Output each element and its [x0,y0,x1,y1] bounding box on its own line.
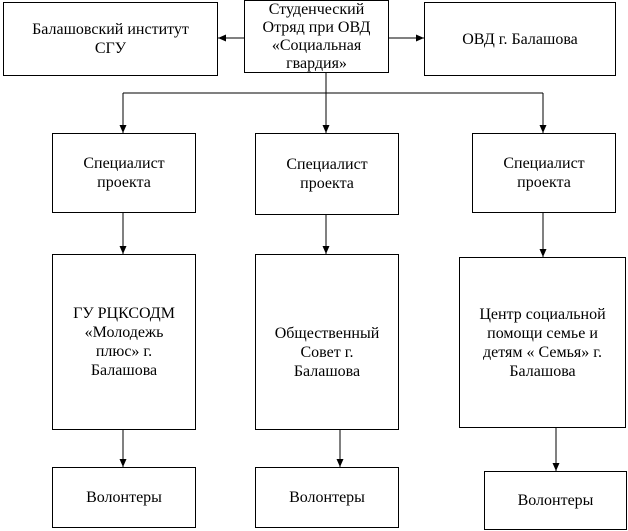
label-line: детям « Семья» г. [482,343,602,361]
label-line: Балашова [293,362,361,380]
box-label: Студенческий Отряд при ОВД «Социальная г… [263,1,371,73]
box-label: Балашовский институт СГУ [32,20,189,58]
label-line: проекта [517,174,571,191]
box-label: ГУ РЦКСОДМ «Молодежь плюс» г. Балашова [73,304,175,380]
box-label: ОВД г. Балашова [462,30,578,49]
label-line: Волонтеры [517,492,594,509]
label-line: «Социальная [271,36,362,54]
label-line: Общественный [274,324,380,342]
label-line: Отряд при ОВД [262,18,371,36]
box-label: Волонтеры [86,488,162,507]
box-label: Общественный Совет г. Балашова [275,324,380,381]
label-line: помощи семье и [487,324,598,342]
label-line: Специалист [503,155,585,172]
label-line: ОВД г. Балашова [462,30,578,48]
label-line: Специалист [83,155,165,172]
label-line: Балашовский институт [32,21,189,38]
box-label: Специалист проекта [83,154,164,192]
label-line: Волонтеры [289,489,365,506]
balashov-institute-box: Балашовский институт СГУ [3,2,218,76]
box-label: Волонтеры [518,491,594,510]
label-line: проекта [300,175,354,192]
label-line: «Молодежь [84,324,164,341]
label-line: Балашова [90,362,158,379]
label-line: плюс» г. [95,343,153,360]
ovd-balashov-box: ОВД г. Балашова [424,2,616,76]
label-line: СГУ [94,40,127,57]
student-squad-box: Студенческий Отряд при ОВД «Социальная г… [244,0,389,73]
family-center-box: Центр социальной помощи семье и детям « … [459,257,626,428]
label-line: Специалист [286,156,368,173]
molodezh-plus-box: ГУ РЦКСОДМ «Молодежь плюс» г. Балашова [52,254,196,430]
label-line: Балашова [509,362,576,380]
project-specialist-box-1: Специалист проекта [52,133,196,213]
label-line: проекта [97,174,151,191]
box-label: Центр социальной помощи семье и детям « … [479,305,605,381]
label-line: Студенческий [268,0,365,18]
project-specialist-box-2: Специалист проекта [255,133,399,215]
label-line: Совет г. [300,343,354,361]
box-label: Специалист проекта [286,155,367,193]
volunteers-box-3: Волонтеры [484,471,627,530]
box-label: Специалист проекта [503,154,584,192]
label-line: Центр социальной [479,305,606,323]
label-line: гвардия» [286,54,347,72]
volunteers-box-2: Волонтеры [255,467,399,528]
public-council-box: Общественный Совет г. Балашова [255,254,399,430]
box-label: Волонтеры [289,488,365,507]
label-line: ГУ РЦКСОДМ [73,305,175,322]
volunteers-box-1: Волонтеры [52,467,196,528]
project-specialist-box-3: Специалист проекта [472,133,616,213]
label-line: Волонтеры [86,489,162,506]
